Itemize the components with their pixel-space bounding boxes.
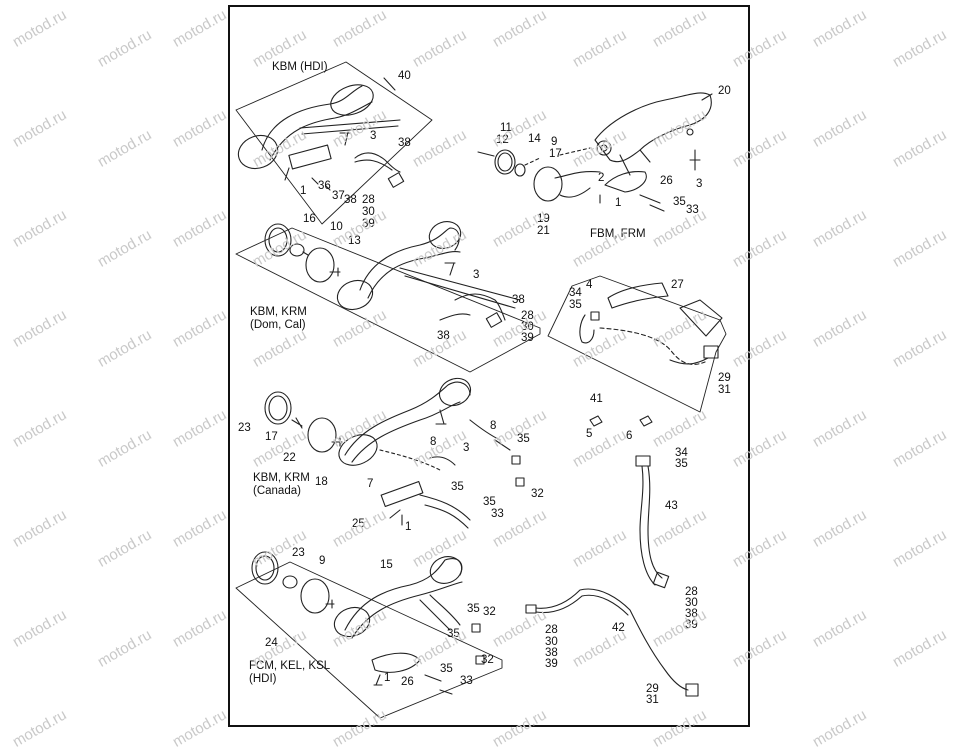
callout-32: 32 <box>481 654 494 666</box>
callout-9: 9 <box>551 136 558 148</box>
callout-35: 35 <box>673 196 686 208</box>
callout-32: 32 <box>531 488 544 500</box>
callout-29: 29 <box>646 683 659 695</box>
callout-16: 16 <box>303 213 316 225</box>
callout-34: 34 <box>675 447 688 459</box>
callout-39: 39 <box>545 658 558 670</box>
fcm-kel-ksl-assembly <box>235 551 503 719</box>
section-title-kbm-krm-dom: KBM, KRM (Dom, Cal) <box>250 306 307 331</box>
callout-30: 30 <box>685 597 698 609</box>
callout-29: 29 <box>718 372 731 384</box>
callout-7: 7 <box>367 478 374 490</box>
callout-24: 24 <box>265 637 278 649</box>
callout-39: 39 <box>521 332 534 344</box>
callout-35: 35 <box>675 458 688 470</box>
callout-23: 23 <box>292 547 305 559</box>
callout-26: 26 <box>401 676 414 688</box>
callout-38: 38 <box>398 137 411 149</box>
callout-12: 12 <box>496 134 509 146</box>
section-title-fcm-kel-ksl: FCM, KEL, KSL (HDI) <box>249 660 331 685</box>
callout-21: 21 <box>537 225 550 237</box>
kbm-krm-canada-assembly <box>264 377 525 529</box>
diagram-frame <box>228 5 750 727</box>
callout-3: 3 <box>463 442 470 454</box>
callout-38: 38 <box>512 294 525 306</box>
callout-39: 39 <box>685 619 698 631</box>
callout-15: 15 <box>380 559 393 571</box>
callout-22: 22 <box>283 452 296 464</box>
callout-17: 17 <box>265 431 278 443</box>
callout-1: 1 <box>384 672 391 684</box>
callout-36: 36 <box>318 180 331 192</box>
callout-2: 2 <box>598 172 605 184</box>
fbm-frm-assembly <box>477 92 713 212</box>
callout-35: 35 <box>569 299 582 311</box>
callout-5: 5 <box>586 428 593 440</box>
callout-38: 38 <box>685 608 698 620</box>
section-title-fbm-frm: FBM, FRM <box>590 228 646 240</box>
callout-43: 43 <box>665 500 678 512</box>
callout-18: 18 <box>315 476 328 488</box>
callout-6: 6 <box>626 430 633 442</box>
callout-30: 30 <box>521 321 534 333</box>
callout-10: 10 <box>330 221 343 233</box>
callout-37: 37 <box>332 190 345 202</box>
callout-28: 28 <box>685 586 698 598</box>
parts-diagram <box>235 61 727 719</box>
callout-38: 38 <box>437 330 450 342</box>
callout-26: 26 <box>660 175 673 187</box>
section-title-kbm-krm-canada: KBM, KRM (Canada) <box>253 472 310 497</box>
callout-35: 35 <box>440 663 453 675</box>
callout-1: 1 <box>615 197 622 209</box>
callout-35: 35 <box>447 628 460 640</box>
callout-28: 28 <box>362 194 375 206</box>
callout-3: 3 <box>370 130 377 142</box>
callout-23: 23 <box>238 422 251 434</box>
callout-28: 28 <box>521 310 534 322</box>
callout-11: 11 <box>500 122 512 134</box>
callout-38: 38 <box>545 647 558 659</box>
callout-35: 35 <box>517 433 530 445</box>
callout-27: 27 <box>671 279 684 291</box>
harness-42 <box>525 588 699 697</box>
callout-38: 38 <box>344 194 357 206</box>
callout-1: 1 <box>405 521 412 533</box>
kbm-hdi-assembly <box>235 61 433 225</box>
callout-8: 8 <box>430 436 437 448</box>
callout-25: 25 <box>352 518 365 530</box>
callout-28: 28 <box>545 624 558 636</box>
callout-30: 30 <box>362 206 375 218</box>
callout-20: 20 <box>718 85 731 97</box>
callout-33: 33 <box>460 675 473 687</box>
callout-33: 33 <box>686 204 699 216</box>
callout-17: 17 <box>549 148 562 160</box>
callout-8: 8 <box>490 420 497 432</box>
callout-33: 33 <box>491 508 504 520</box>
callout-31: 31 <box>646 694 659 706</box>
callout-13: 13 <box>348 235 361 247</box>
callout-40: 40 <box>398 70 411 82</box>
callout-35: 35 <box>483 496 496 508</box>
callout-3: 3 <box>473 269 480 281</box>
callout-35: 35 <box>467 603 480 615</box>
callout-34: 34 <box>569 287 582 299</box>
callout-39: 39 <box>362 218 375 230</box>
kbm-krm-dom-assembly <box>235 221 541 373</box>
harness-43 <box>635 455 670 589</box>
callout-9: 9 <box>319 555 326 567</box>
callout-42: 42 <box>612 622 625 634</box>
callout-41: 41 <box>590 393 603 405</box>
harness-41-assembly <box>547 275 727 427</box>
callout-30: 30 <box>545 636 558 648</box>
callout-32: 32 <box>483 606 496 618</box>
callout-31: 31 <box>718 384 731 396</box>
callout-1: 1 <box>300 185 307 197</box>
callout-14: 14 <box>528 133 541 145</box>
callout-35: 35 <box>451 481 464 493</box>
section-title-kbm-hdi: KBM (HDI) <box>272 61 328 73</box>
callout-4: 4 <box>586 279 593 291</box>
callout-19: 19 <box>537 213 550 225</box>
callout-3: 3 <box>696 178 703 190</box>
